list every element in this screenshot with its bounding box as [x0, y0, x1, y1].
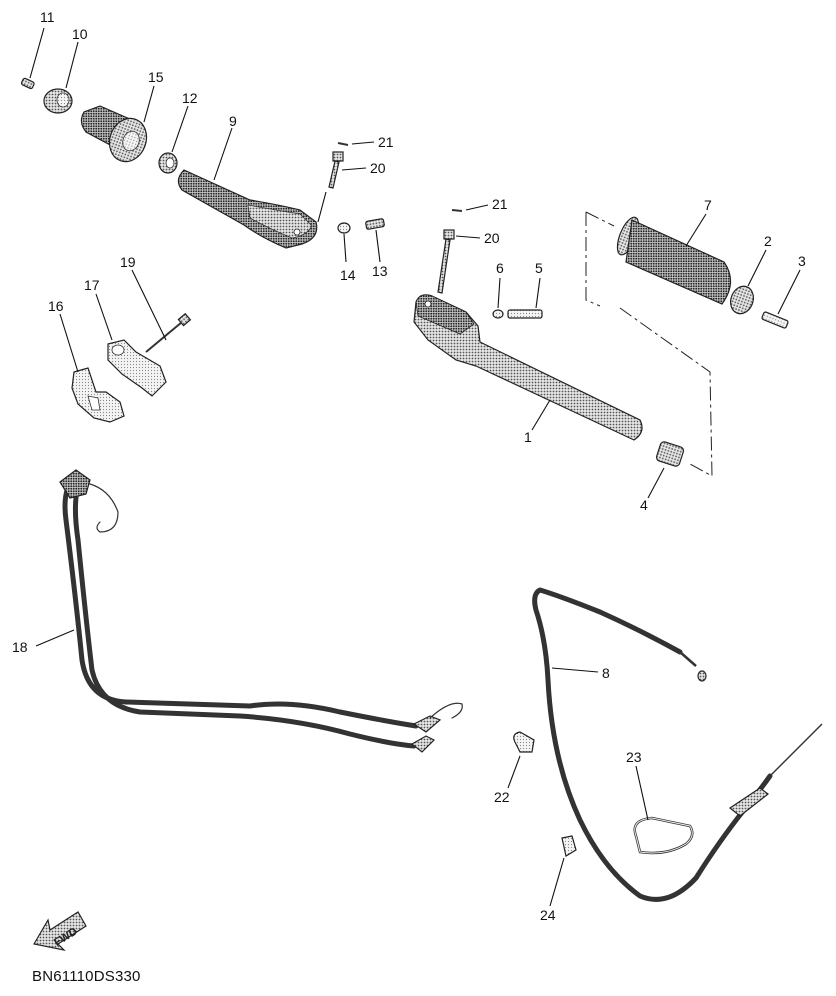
callout-16: 16	[48, 298, 64, 314]
fwd-arrow-icon: FWD	[33, 911, 87, 951]
callout-12: 12	[182, 90, 198, 106]
callout-20a: 20	[370, 160, 386, 176]
part-2-end-cap	[730, 285, 754, 315]
part-20-bolt-right	[437, 229, 455, 294]
assembly-line	[585, 211, 713, 477]
part-5-bolt	[507, 309, 543, 319]
part-18-cable	[59, 469, 463, 753]
part-9-left-handlebar	[177, 169, 318, 249]
callout-22: 22	[494, 789, 510, 805]
left-handlebar-group	[20, 77, 385, 249]
callout-5: 5	[535, 260, 543, 276]
part-4-collar	[655, 441, 685, 467]
part-19-screw	[145, 312, 192, 353]
callout-6: 6	[496, 260, 504, 276]
part-12-collar	[158, 152, 178, 174]
callout-17: 17	[84, 277, 100, 293]
callout-13: 13	[372, 263, 388, 279]
callout-8: 8	[602, 665, 610, 681]
part-20-bolt-left	[328, 151, 344, 189]
diagram-code: BN61110DS330	[32, 968, 141, 985]
callout-2: 2	[764, 233, 772, 249]
part-11-screw	[20, 77, 35, 90]
callout-7: 7	[704, 197, 712, 213]
leader-lines	[29, 27, 801, 907]
part-8-cable	[532, 587, 823, 902]
callout-15: 15	[148, 69, 164, 85]
callout-18: 18	[12, 639, 28, 655]
callout-19: 19	[120, 254, 136, 270]
part-21-washer-right	[451, 209, 463, 212]
part-24-clip	[561, 835, 577, 857]
part-21-washer-left	[337, 142, 349, 146]
callout-23: 23	[626, 749, 642, 765]
part-22-clamp	[513, 731, 535, 753]
part-3-screw	[761, 311, 789, 329]
callouts: 11 10 15 12 9 21 20 14 13 21 20 6 5 7 2 …	[12, 9, 806, 923]
callout-10: 10	[72, 26, 88, 42]
part-14-washer	[337, 222, 351, 234]
right-handlebar-group	[413, 209, 789, 477]
callout-21a: 21	[378, 134, 394, 150]
bracket-group	[71, 312, 192, 423]
callout-24: 24	[540, 907, 556, 923]
callout-1: 1	[524, 429, 532, 445]
callout-20b: 20	[484, 230, 500, 246]
callout-3: 3	[798, 253, 806, 269]
callout-9: 9	[229, 113, 237, 129]
part-23-cable-tie	[633, 816, 694, 855]
callout-4: 4	[640, 497, 648, 513]
callout-11: 11	[40, 9, 55, 25]
part-16-bracket	[71, 367, 125, 423]
part-6-washer	[492, 309, 504, 319]
part-15-grip	[80, 105, 148, 163]
callout-21b: 21	[492, 196, 508, 212]
part-7-grip	[616, 216, 732, 305]
callout-14: 14	[340, 267, 356, 283]
part-13-bolt	[365, 218, 385, 230]
part-1-right-handlebar	[413, 294, 643, 441]
part-17-bracket	[107, 339, 167, 397]
part-10-end-weight	[43, 88, 73, 114]
